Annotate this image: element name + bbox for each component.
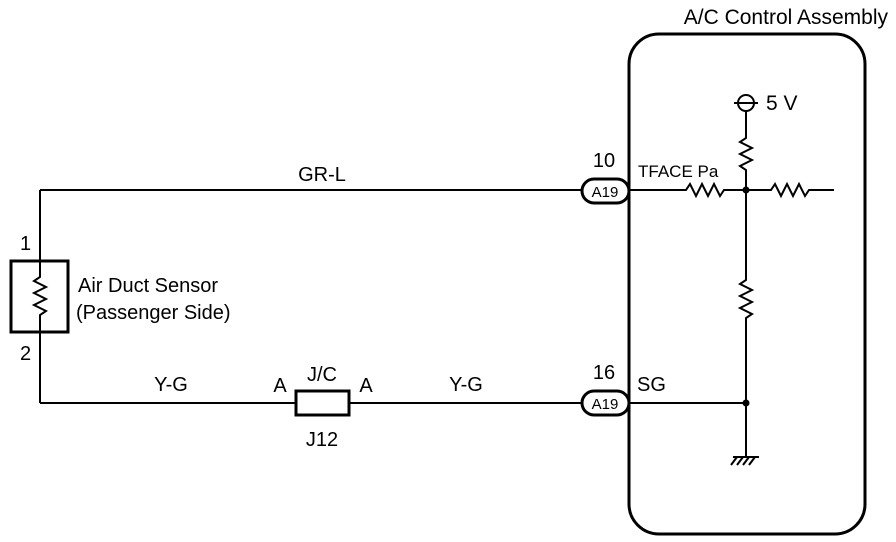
- connector-bottom-pin: 16: [593, 362, 615, 384]
- junction-right-pin: A: [359, 375, 373, 397]
- pullup-resistor-icon: [737, 111, 755, 190]
- output-resistor-icon: [746, 181, 834, 199]
- pulldown-resistor-icon: [737, 190, 755, 403]
- junction-left-pin: A: [273, 375, 287, 397]
- assembly-title: A/C Control Assembly: [684, 6, 889, 29]
- sensor-resistor-icon: [31, 261, 49, 332]
- junction-id: J12: [306, 429, 338, 451]
- junction-label: J/C: [307, 364, 337, 386]
- wire-bottom-left-color: Y-G: [154, 374, 188, 396]
- sensor-name-line1: Air Duct Sensor: [78, 275, 218, 297]
- sensor-pin-bottom: 2: [20, 343, 31, 365]
- wire-bottom-right-color: Y-G: [449, 374, 483, 396]
- connector-top-pin: 10: [593, 150, 615, 172]
- sensor-name-line2: (Passenger Side): [76, 302, 231, 324]
- supply-voltage: 5 V: [766, 92, 798, 115]
- wire-top-color: GR-L: [298, 164, 346, 186]
- signal-tface-pa: TFACE Pa: [638, 162, 719, 181]
- control-assembly-box: [627, 32, 867, 536]
- signal-sg: SG: [637, 374, 666, 396]
- ground-icon: [730, 456, 759, 466]
- input-resistor-icon: [629, 181, 746, 199]
- connector-bottom-code: A19: [592, 396, 619, 413]
- connector-top-code: A19: [592, 184, 619, 201]
- sensor-pin-top: 1: [20, 233, 31, 255]
- junction-connector: [294, 389, 351, 417]
